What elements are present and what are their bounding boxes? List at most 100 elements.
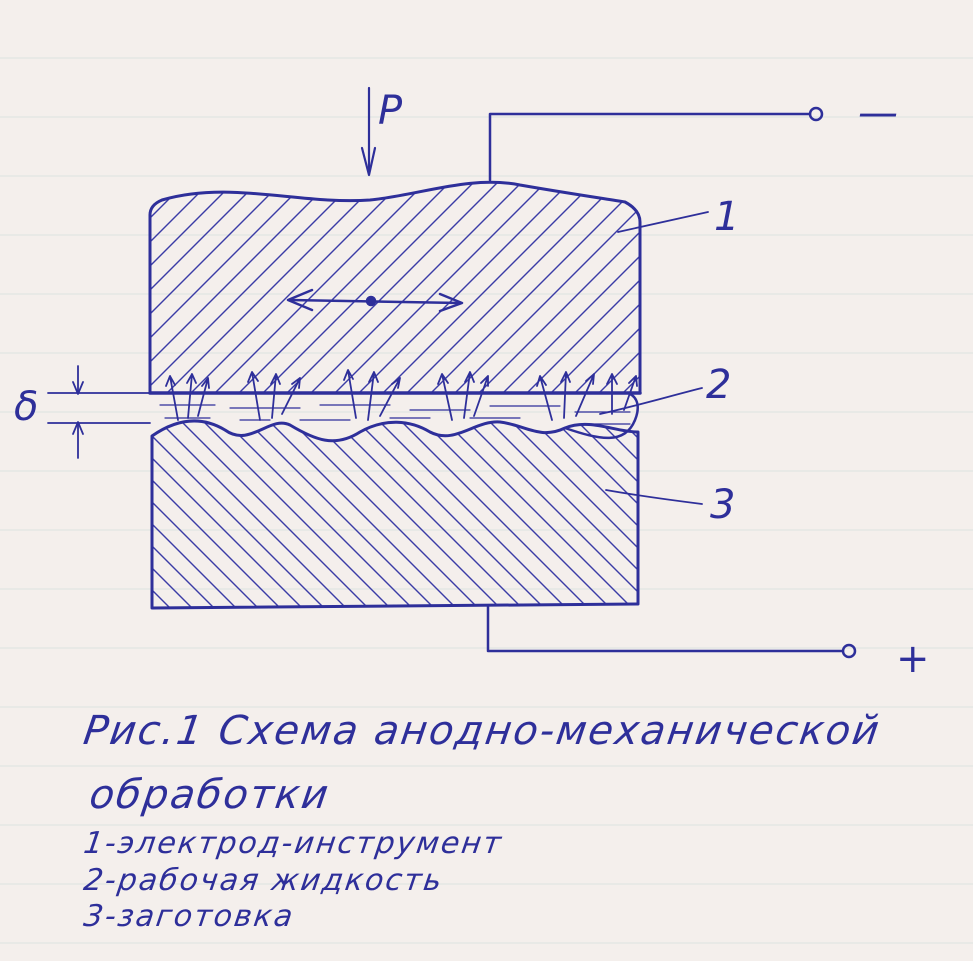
hatch-line xyxy=(521,421,638,608)
hatch-line xyxy=(257,421,459,608)
spark-arrows xyxy=(165,369,638,421)
hatch-line xyxy=(152,421,195,608)
hatch-line xyxy=(572,182,640,392)
hatch-line xyxy=(837,170,973,395)
hatch-line xyxy=(380,182,607,392)
hatch-line xyxy=(284,182,511,392)
hatch-line xyxy=(260,182,487,392)
hatch-line xyxy=(0,410,62,610)
tool-hatching xyxy=(150,170,973,395)
oscillation-arrow xyxy=(286,288,464,313)
hatch-line xyxy=(169,421,371,608)
hatch-line xyxy=(345,421,547,608)
hatch-line xyxy=(669,170,894,395)
hatch-line xyxy=(332,182,559,392)
hatch-line xyxy=(741,170,966,395)
hatch-line xyxy=(0,410,150,610)
workpiece-peak xyxy=(563,392,639,440)
force-arrow xyxy=(360,86,377,177)
hatch-line xyxy=(213,421,415,608)
hatch-line xyxy=(813,170,973,395)
hatch-line xyxy=(152,421,239,608)
hatch-line xyxy=(565,421,638,608)
hatch-line xyxy=(433,421,635,608)
caption-title-line2: обработки xyxy=(86,772,333,818)
hatch-line xyxy=(152,421,305,608)
hatch-line xyxy=(212,182,439,392)
hatch-line xyxy=(452,182,640,392)
hatch-line xyxy=(499,421,638,608)
hatch-line xyxy=(0,410,40,610)
hatch-line xyxy=(428,182,640,392)
legend-item-1: 1-электрод-инструмент xyxy=(81,826,506,861)
hatch-line xyxy=(411,421,613,608)
hatch-line xyxy=(152,421,327,608)
hatch-line xyxy=(150,182,199,392)
hatch-line xyxy=(389,421,591,608)
caption-title-line1: Рис.1 Схема анодно-механической xyxy=(80,708,884,754)
hatch-line xyxy=(150,182,175,392)
hatch-line xyxy=(477,421,638,608)
hatch-line xyxy=(308,182,535,392)
minus-terminal-label: — xyxy=(858,90,898,136)
hatch-line xyxy=(152,421,173,608)
hatch-line xyxy=(717,170,942,395)
hatch-line xyxy=(150,182,151,392)
hatch-line xyxy=(191,421,393,608)
gap-label: δ xyxy=(14,384,38,430)
workpiece-hatching xyxy=(0,410,638,610)
hatch-line xyxy=(356,182,583,392)
hatch-line xyxy=(524,182,640,392)
label-3: 3 xyxy=(710,482,735,528)
hatch-line xyxy=(548,182,640,392)
leader-lines xyxy=(599,211,709,505)
workpiece-outline xyxy=(150,419,640,610)
legend-item-3: 3-заготовка xyxy=(81,899,297,934)
hatch-line xyxy=(236,182,463,392)
hatch-line xyxy=(0,410,18,610)
hatch-line xyxy=(645,170,870,395)
hatch-line xyxy=(587,421,638,608)
hatch-line xyxy=(152,421,283,608)
hatch-line xyxy=(152,421,349,608)
hatch-line xyxy=(150,182,271,392)
hatch-line xyxy=(150,182,319,392)
hatch-line xyxy=(301,421,503,608)
legend-item-2: 2-рабочая жидкость xyxy=(81,863,446,898)
hatch-line xyxy=(150,182,295,392)
hatch-line xyxy=(765,170,973,395)
hatch-line xyxy=(455,421,638,608)
hatch-line xyxy=(596,182,640,392)
hatch-line xyxy=(0,410,128,610)
gap-indicator xyxy=(47,365,151,459)
hatch-line xyxy=(279,421,481,608)
hatch-line xyxy=(789,170,973,395)
label-1: 1 xyxy=(714,194,739,240)
hatch-line xyxy=(150,182,367,392)
hatch-line xyxy=(0,410,84,610)
hatch-line xyxy=(367,421,569,608)
hatch-line xyxy=(150,182,343,392)
hatch-line xyxy=(152,421,261,608)
hatch-line xyxy=(404,182,631,392)
hatch-line xyxy=(861,170,973,395)
hatch-line xyxy=(164,182,391,392)
plus-terminal-label: + xyxy=(896,636,930,682)
hatch-line xyxy=(152,421,217,608)
positive-wire xyxy=(486,604,857,659)
hatch-line xyxy=(0,410,106,610)
negative-wire xyxy=(488,106,824,182)
hatch-line xyxy=(235,421,437,608)
hatch-line xyxy=(150,182,247,392)
label-2: 2 xyxy=(706,362,731,408)
hatch-line xyxy=(500,182,640,392)
hatch-line xyxy=(188,182,415,392)
hatch-line xyxy=(543,421,638,608)
hatch-line xyxy=(150,182,223,392)
force-label: P xyxy=(378,88,403,134)
tool-electrode-outline xyxy=(148,180,642,394)
hatch-line xyxy=(323,421,525,608)
hatch-line xyxy=(476,182,640,392)
